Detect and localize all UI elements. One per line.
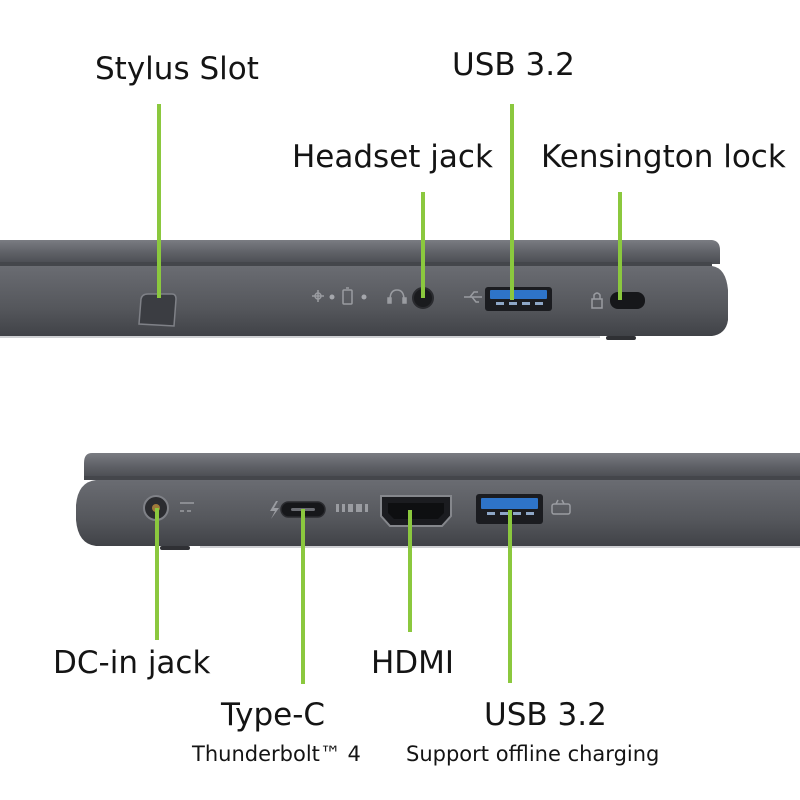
label-usb-bottom-sub: Support offline charging — [406, 742, 660, 766]
label-usb-bottom: USB 3.2 — [484, 697, 607, 733]
hinge-gap — [84, 476, 800, 480]
hinge-gap — [0, 262, 712, 266]
usb-bottom-tongue — [481, 498, 538, 509]
shadow-line — [200, 546, 800, 548]
callout-lines — [155, 104, 622, 684]
usb-top-tongue — [490, 290, 547, 299]
label-stylus-slot: Stylus Slot — [95, 51, 259, 87]
power-icon — [312, 290, 324, 302]
laptop-left-side — [76, 453, 800, 550]
hdmi-logo-icon — [336, 504, 368, 512]
label-headset-jack: Headset jack — [292, 139, 493, 175]
lock-icon — [591, 292, 603, 309]
shadow-line — [0, 336, 600, 338]
foot — [160, 546, 190, 550]
power-led — [329, 294, 335, 300]
base-edge — [0, 266, 728, 336]
label-dc-in-jack: DC-in jack — [53, 645, 211, 681]
lid-edge — [84, 453, 800, 478]
laptop-right-side — [0, 240, 728, 340]
usb-charge-icon — [551, 499, 571, 515]
stylus-slot-port — [138, 293, 177, 327]
label-kensington-lock: Kensington lock — [541, 139, 786, 175]
dc-icon — [180, 502, 194, 512]
lid-edge — [0, 240, 720, 264]
foot — [606, 336, 636, 340]
usb-icon — [464, 291, 482, 303]
thunderbolt-icon — [270, 501, 279, 519]
label-type-c-sub: Thunderbolt™ 4 — [192, 742, 361, 766]
label-hdmi: HDMI — [371, 645, 455, 681]
battery-icon — [342, 287, 353, 305]
kensington-lock-slot — [610, 292, 645, 309]
battery-led — [361, 294, 367, 300]
label-type-c: Type-C — [221, 697, 326, 733]
label-usb-top: USB 3.2 — [452, 47, 575, 83]
headset-icon — [387, 289, 407, 304]
